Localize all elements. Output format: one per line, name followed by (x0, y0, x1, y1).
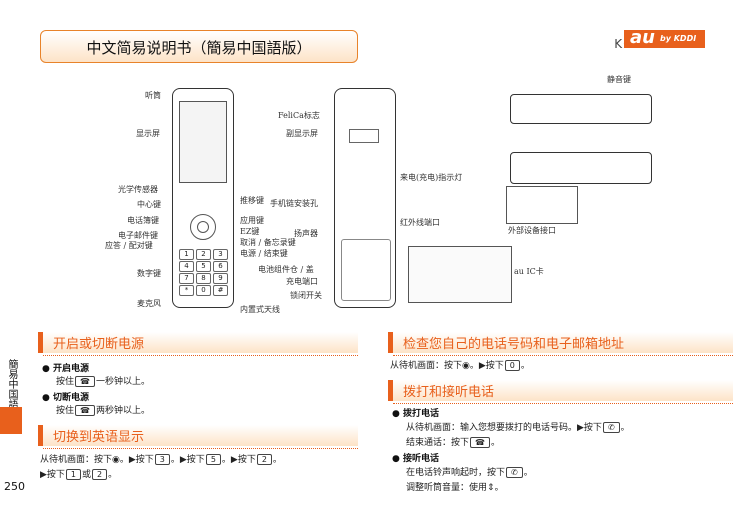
label-earpiece: 听筒 (145, 91, 161, 100)
call-vol-line: 调整听筒音量：使用⇕。 (406, 483, 504, 493)
keypad-1: 1 (179, 249, 194, 260)
label-mute-key: 静音键 (607, 75, 631, 84)
title-box: 中文简易说明书（簡易中国語版） (40, 30, 358, 63)
keypad-8: 8 (196, 273, 211, 284)
call-key-icon-2: ✆ (506, 467, 523, 478)
label-ez-key: EZ键 (240, 227, 260, 236)
au-logo: au by KDDI (624, 27, 705, 48)
page-number: 250 (4, 480, 25, 493)
label-light-sensor: 光学传感器 (118, 185, 158, 194)
ring-key (190, 214, 216, 240)
label-power-key: 电源 / 结束键 (240, 249, 288, 258)
label-nav-key: 推移键 (240, 196, 264, 205)
section-english-title: 切换到英语显示 (38, 425, 358, 449)
main-display (179, 101, 227, 183)
label-charge-port: 充电端口 (286, 277, 318, 286)
power-key-icon-2: ☎ (75, 405, 95, 416)
center-key-icon-2: ◉ (462, 361, 470, 371)
label-center-key: 中心键 (137, 200, 161, 209)
label-ir-port: 红外线端口 (400, 218, 440, 227)
battery-inset-illustration (408, 246, 512, 303)
logo-main: au (630, 27, 655, 48)
keypad-0: 0 (196, 285, 211, 296)
phone-side-view-open (510, 152, 652, 184)
label-antenna: 内置式天线 (240, 305, 280, 314)
ext-port-inset (506, 186, 578, 224)
label-au-ic-card: au IC卡 (514, 267, 544, 276)
label-battery-cover: 电池组件仓 / 盖 (258, 265, 314, 274)
side-orange-block (0, 407, 22, 434)
section-power-title: 开启或切断电源 (38, 332, 358, 356)
label-felica: FeliCa标志 (278, 111, 320, 120)
keypad-6: 6 (213, 261, 228, 272)
volume-nav-icon: ⇕ (487, 483, 495, 493)
center-key-dot (197, 221, 209, 233)
label-sub-display: 副显示屏 (286, 129, 318, 138)
keypad-9: 9 (213, 273, 228, 284)
label-display: 显示屏 (136, 129, 160, 138)
keypad-4: 4 (179, 261, 194, 272)
keypad-2: 2 (196, 249, 211, 260)
keypad-hash: # (213, 285, 228, 296)
label-cancel-key: 取消 / 备忘录键 (240, 238, 296, 247)
center-key-icon: ◉ (112, 455, 120, 465)
power-off-head: ● 切断电源 (42, 393, 90, 403)
call-key-icon: ✆ (602, 422, 620, 433)
label-phonebook-key: 电话簿键 (127, 216, 159, 225)
label-number-keys: 数字键 (137, 269, 161, 278)
label-email-key: 电子邮件键 (118, 231, 158, 240)
label-strap: 手机链安装孔 (270, 199, 318, 208)
label-charge-light: 来电(充电)指示灯 (400, 173, 463, 182)
power-on-head: ● 开启电源 (42, 364, 90, 374)
label-ext-port: 外部设备接口 (508, 226, 556, 235)
section-check-title: 检查您自己的电话号码和电子邮箱地址 (388, 332, 733, 356)
power-key-icon: ☎ (75, 376, 95, 387)
phone-side-view-closed (510, 94, 652, 124)
phone-back-illustration (334, 88, 396, 308)
keypad-3: 3 (213, 249, 228, 260)
page-title: 中文简易说明书（簡易中国語版） (86, 39, 312, 57)
call-recv-line: 在电话铃声响起时，按下✆。 (406, 467, 533, 478)
call-make-line: 从待机画面：输入您想要拨打的电话号码。▶按下✆。 (406, 422, 630, 433)
side-tab: 簡易中国語 (0, 359, 20, 434)
label-app-key: 应用键 (240, 216, 264, 225)
sub-display (349, 129, 379, 143)
end-key-icon: ☎ (470, 437, 490, 448)
power-on-line: 按住☎一秒钟以上。 (56, 376, 150, 387)
call-recv-head: ● 接听电话 (392, 454, 440, 464)
label-lock-switch: 锁闭开关 (290, 291, 322, 300)
call-end-line: 结束通话：按下☎。 (406, 437, 500, 448)
battery-cover (341, 239, 391, 301)
section-call-title: 拨打和接听电话 (388, 380, 733, 404)
label-answer-key: 应答 / 配对键 (105, 241, 153, 250)
power-off-line: 按住☎两秒钟以上。 (56, 405, 150, 416)
keypad-5: 5 (196, 261, 211, 272)
phone-front-illustration: 1 2 3 4 5 6 7 8 9 * 0 # (172, 88, 234, 308)
label-mic: 麦克风 (137, 299, 161, 308)
logo-sub: by KDDI (660, 34, 697, 43)
label-speaker: 扬声器 (294, 229, 318, 238)
keypad-star: * (179, 285, 194, 296)
side-tab-label: 簡易中国語 (6, 359, 17, 409)
keypad-7: 7 (179, 273, 194, 284)
call-make-head: ● 拨打电话 (392, 409, 440, 419)
